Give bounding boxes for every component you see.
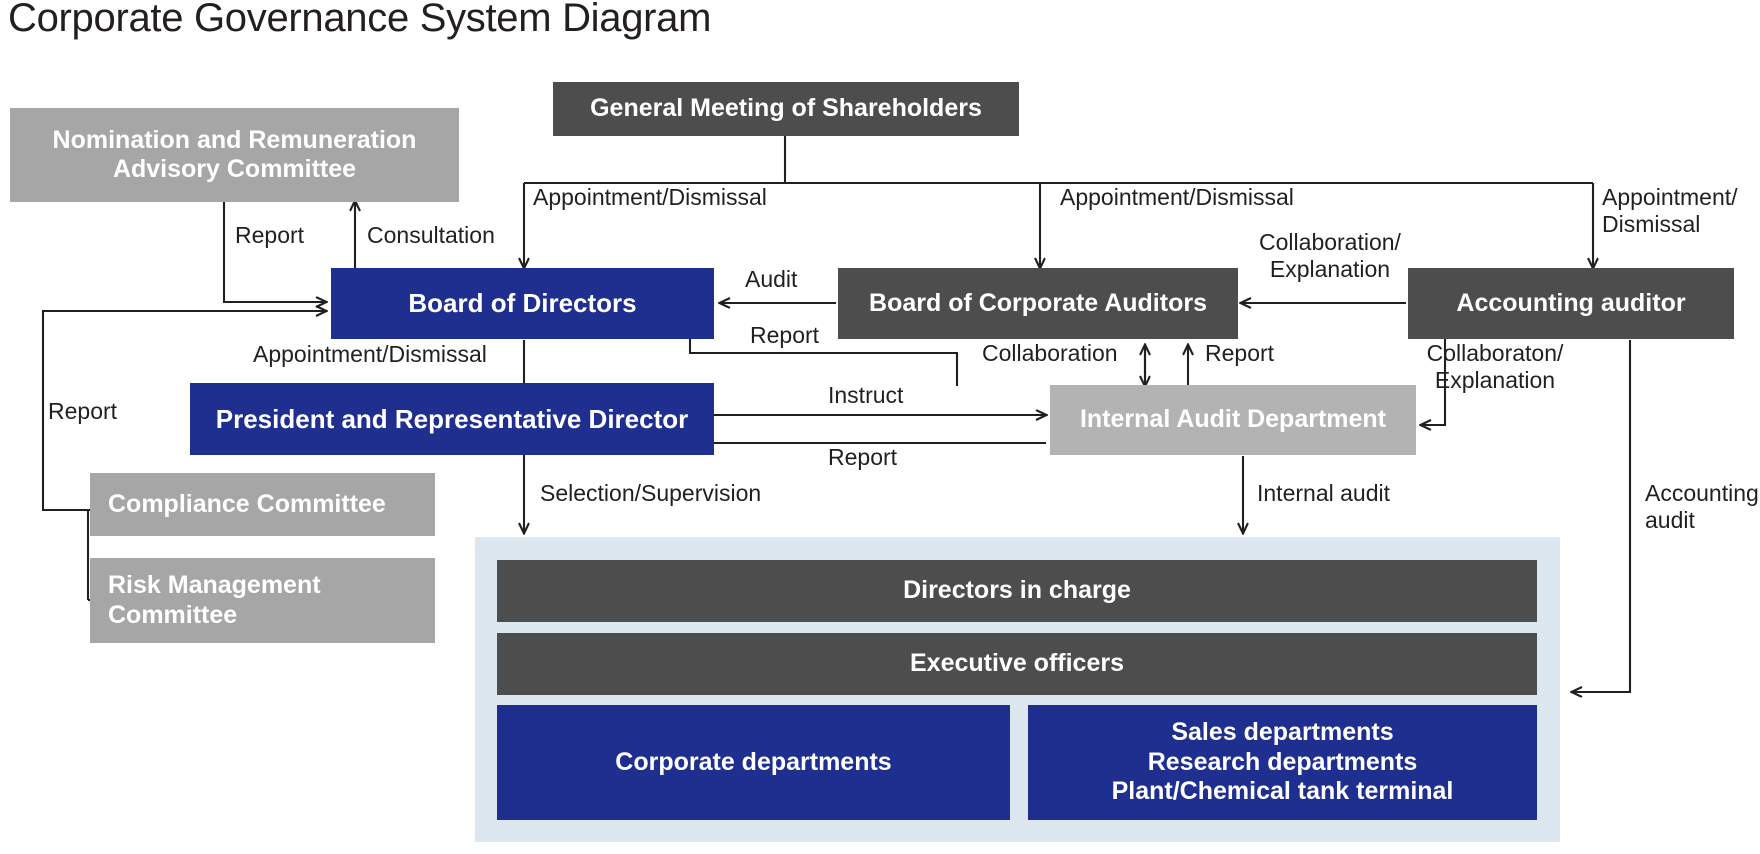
- edge-label-appointment-dismissal-directors: Appointment/Dismissal: [533, 184, 767, 210]
- node-label: Board of Corporate Auditors: [869, 288, 1207, 317]
- node-label: Corporate departments: [615, 747, 892, 776]
- edge-label-selection-supervision: Selection/Supervision: [540, 480, 762, 506]
- node-label: General Meeting of Shareholders: [590, 94, 982, 123]
- edge-label-collaboraton-explanation-bottom: Collaboraton/ Explanation: [1426, 340, 1564, 393]
- node-president-and-representative-director[interactable]: President and Representative Director: [190, 383, 714, 455]
- edge-label-collaboration-explanation-top: Collaboration/ Explanation: [1259, 229, 1401, 282]
- node-label: Compliance Committee: [108, 489, 386, 518]
- node-board-of-corporate-auditors[interactable]: Board of Corporate Auditors: [838, 268, 1238, 339]
- node-label: Sales departments Research departments P…: [1111, 718, 1454, 806]
- node-executive-officers[interactable]: Executive officers: [497, 633, 1537, 695]
- edge-label-audit: Audit: [745, 266, 798, 292]
- page-title: Corporate Governance System Diagram: [8, 0, 712, 40]
- edge-label-collaboration: Collaboration: [982, 340, 1118, 366]
- edge-label-report-nomination: Report: [235, 222, 305, 248]
- node-label: Internal Audit Department: [1079, 405, 1387, 434]
- node-accounting-auditor[interactable]: Accounting auditor: [1408, 268, 1734, 339]
- node-nomination-and-remuneration-advisory-committee[interactable]: Nomination and Remuneration Advisory Com…: [10, 108, 459, 202]
- node-internal-audit-department[interactable]: Internal Audit Department: [1050, 385, 1416, 455]
- node-label: Directors in charge: [903, 576, 1131, 605]
- edge-label-consultation: Consultation: [367, 222, 495, 248]
- node-label: Board of Directors: [408, 288, 637, 319]
- edge-label-accounting-audit: Accounting audit: [1645, 480, 1759, 533]
- edge-label-report-auditors-to-board: Report: [750, 322, 820, 348]
- edge-label-appointment-dismissal-auditors: Appointment/Dismissal: [1060, 184, 1294, 210]
- edge-label-appointment-dismissal-president: Appointment/Dismissal: [253, 341, 487, 367]
- edge-label-report-internal-to-auditors: Report: [1205, 340, 1275, 366]
- node-general-meeting-of-shareholders[interactable]: General Meeting of Shareholders: [553, 82, 1019, 136]
- edge-label-report-committees: Report: [48, 398, 118, 424]
- node-label: President and Representative Director: [215, 403, 689, 434]
- node-directors-in-charge[interactable]: Directors in charge: [497, 560, 1537, 622]
- node-board-of-directors[interactable]: Board of Directors: [331, 268, 714, 339]
- node-label: Executive officers: [910, 649, 1124, 678]
- node-label: Risk Management Committee: [108, 571, 321, 629]
- edge-label-instruct: Instruct: [828, 382, 904, 408]
- edge-label-internal-audit: Internal audit: [1257, 480, 1390, 506]
- node-compliance-committee[interactable]: Compliance Committee: [90, 473, 435, 536]
- node-corporate-departments[interactable]: Corporate departments: [497, 705, 1010, 820]
- node-label: Accounting auditor: [1456, 288, 1686, 317]
- edge-label-appointment-dismissal-accounting: Appointment/ Dismissal: [1602, 184, 1738, 237]
- node-label: Nomination and Remuneration Advisory Com…: [52, 125, 417, 184]
- node-risk-management-committee[interactable]: Risk Management Committee: [90, 558, 435, 643]
- edge-label-report-internal-to-president: Report: [828, 444, 898, 470]
- node-operating-departments[interactable]: Sales departments Research departments P…: [1028, 705, 1537, 820]
